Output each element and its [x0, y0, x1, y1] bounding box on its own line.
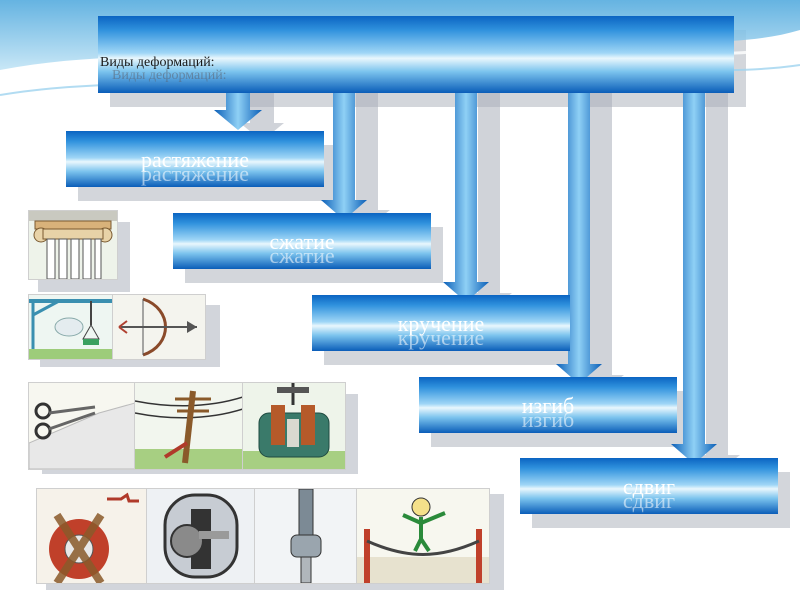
deformation-label-bending-reflection: изгиб — [521, 407, 575, 432]
title-box: Виды деформаций: Виды деформаций: — [98, 16, 746, 107]
power-line-pole-icon — [134, 382, 244, 470]
deformation-box-tension: растяжение растяжение — [66, 131, 336, 201]
scissors-cutting-icon — [28, 382, 136, 470]
screwdriver-icon — [254, 488, 358, 584]
column-capital-icon — [28, 210, 118, 280]
deformation-label-torsion-reflection: кручение — [397, 325, 485, 350]
page-title: Виды деформаций: — [100, 55, 215, 70]
spring-scale-icon — [28, 294, 114, 360]
propeller-icon — [36, 488, 148, 584]
deformation-label-compression-reflection: сжатие — [269, 243, 335, 268]
deformation-label-tension: растяжение — [141, 147, 249, 172]
key-in-lock-icon — [146, 488, 256, 584]
tightrope-walker-icon — [356, 488, 490, 584]
deformation-box-torsion: кручение кручение — [312, 295, 582, 365]
deformation-label-shear-reflection: сдвиг — [622, 488, 676, 513]
vise-icon — [242, 382, 346, 470]
deformation-label-bending: изгиб — [521, 393, 575, 418]
deformation-label-torsion: кручение — [397, 311, 485, 336]
arrow-to-box-3 — [443, 82, 489, 302]
deformation-label-tension-reflection: растяжение — [141, 161, 249, 186]
deformation-box-compression: сжатие сжатие — [173, 213, 443, 283]
bow-and-arrow-icon — [112, 294, 206, 360]
deformation-box-shear: сдвиг сдвиг — [520, 458, 790, 528]
arrow-to-box-1 — [214, 82, 262, 130]
arrow-to-box-2 — [321, 82, 367, 220]
page-title-reflection: Виды деформаций: — [112, 68, 227, 83]
arrow-to-box-5 — [671, 82, 717, 464]
deformation-label-shear: сдвиг — [622, 474, 676, 499]
deformation-box-bending: изгиб изгиб — [419, 377, 689, 447]
arrow-to-box-4 — [556, 82, 602, 384]
deformation-label-compression: сжатие — [269, 229, 335, 254]
